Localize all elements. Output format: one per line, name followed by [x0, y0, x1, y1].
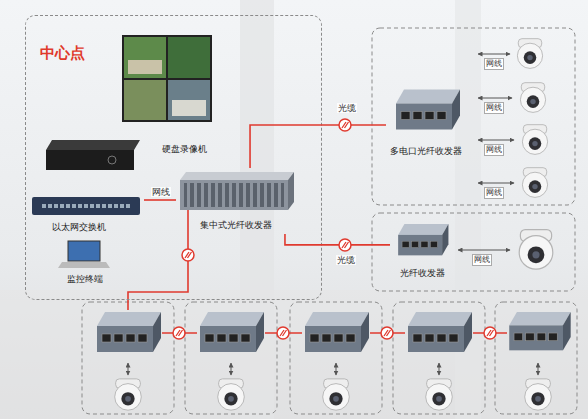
- fiber-connector: [144, 199, 176, 201]
- laptop-base: [58, 262, 110, 268]
- edge-label: 光缆: [336, 255, 356, 265]
- cable-arrow: [478, 140, 514, 141]
- nvr-node: 硬盘录像机: [42, 132, 210, 176]
- device-label: 监控终端: [67, 274, 103, 284]
- chassis-top: [180, 172, 294, 180]
- camera: [525, 379, 552, 410]
- chassis-slots: [184, 180, 284, 210]
- fiber-connector: [285, 234, 390, 245]
- switch-node: 以太网交换机: [28, 192, 144, 238]
- camera: [522, 125, 547, 155]
- laptop-screen: [68, 241, 100, 261]
- nvr-top: [46, 140, 140, 150]
- cable-arrow: [458, 250, 510, 251]
- video-detail: [128, 60, 162, 74]
- edge-label: 光缆: [337, 103, 357, 113]
- fiber-symbol: [277, 327, 289, 339]
- group-frame: [290, 302, 382, 414]
- device-label: 硬盘录像机: [162, 144, 207, 154]
- cable-arrow: [538, 363, 539, 375]
- cable-arrow: [439, 363, 440, 375]
- fiber-line: [128, 210, 188, 310]
- cable-arrow: [128, 363, 129, 375]
- camera: [519, 230, 553, 270]
- fiber-symbol: [173, 327, 185, 339]
- fiber-symbol: [339, 119, 351, 131]
- cable-label: 网线: [484, 187, 504, 199]
- chassis-node: 集中式光纤收发器: [176, 168, 296, 234]
- cable-arrow: [478, 98, 512, 99]
- nvr-front: [46, 150, 134, 170]
- nvr-button: [108, 156, 116, 164]
- fiber-connector: [250, 125, 386, 168]
- cable-label: 网线: [484, 58, 504, 70]
- video-wall: [122, 35, 212, 122]
- chassis-side: [288, 172, 294, 210]
- cable-arrow: [231, 363, 232, 375]
- fiber-transceiver: [398, 224, 448, 255]
- video-detail: [172, 100, 206, 116]
- camera: [522, 168, 547, 198]
- camera: [517, 39, 542, 69]
- fiber-symbol: [381, 327, 393, 339]
- cable-label: 网线: [472, 254, 492, 266]
- camera: [218, 379, 245, 410]
- floor: [0, 290, 588, 419]
- transceiver: [509, 312, 570, 350]
- cable-arrow: [478, 183, 514, 184]
- fiber-symbol: [182, 249, 194, 261]
- device-label: 以太网交换机: [52, 222, 106, 232]
- camera: [520, 83, 545, 113]
- camera: [426, 379, 453, 410]
- switch-body: [32, 197, 140, 215]
- multiport-transceiver: [396, 90, 460, 130]
- transceiver-node: 多电口光纤收发器: [386, 80, 468, 160]
- fiber-symbol: [484, 327, 496, 339]
- cable-label: 网线: [484, 144, 504, 156]
- cable-label: 网线: [484, 102, 504, 114]
- device-label: 多电口光纤收发器: [390, 146, 462, 156]
- device-label: 光纤收发器: [400, 268, 445, 278]
- device-label: 集中式光纤收发器: [200, 220, 272, 230]
- fiber-symbol: [339, 239, 351, 251]
- video-tile: [124, 37, 166, 78]
- transceiver: [408, 312, 472, 352]
- camera: [323, 379, 350, 410]
- group-frame: 中心点硬盘录像机以太网交换机监控终端 集中式光纤收发器: [25, 15, 322, 300]
- group-title: 中心点: [40, 44, 85, 62]
- terminal-node: 监控终端: [60, 238, 120, 288]
- group-frame: [372, 213, 575, 291]
- transceiver: [97, 312, 161, 352]
- cable-arrow: [478, 54, 510, 55]
- transceiver-node: 光纤收发器: [390, 218, 458, 282]
- switch-ports: [40, 202, 130, 210]
- chassis-front: [180, 180, 288, 210]
- edge-label: 网线: [151, 187, 171, 197]
- group-frame: [82, 302, 174, 414]
- transceiver: [305, 312, 369, 352]
- group-frame: [372, 28, 575, 205]
- cable-arrow: [336, 363, 337, 375]
- camera: [115, 379, 142, 410]
- group-frame: [393, 302, 485, 414]
- transceiver: [200, 312, 264, 352]
- video-tile: [124, 80, 166, 120]
- group-frame: [185, 302, 277, 414]
- video-tile: [168, 37, 210, 78]
- group-frame: [495, 302, 577, 414]
- video-tile: [168, 80, 210, 120]
